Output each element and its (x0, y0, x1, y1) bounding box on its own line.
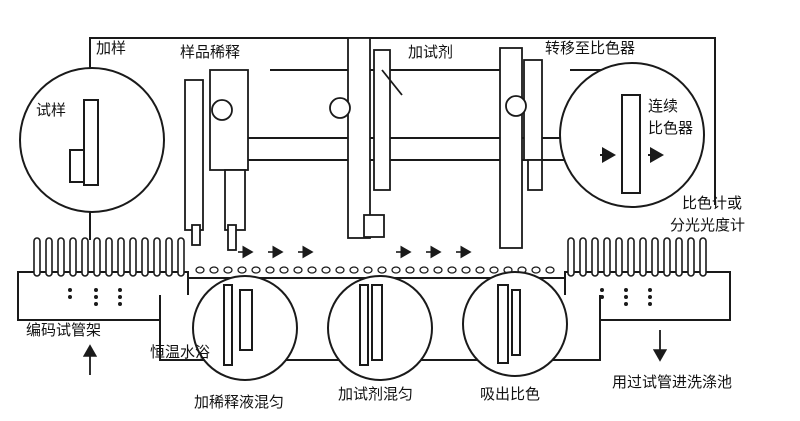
dilution-station (184, 69, 249, 251)
label-add-reagent-mix: 加试剂混匀 (338, 385, 414, 403)
label-used-tubes-to-wash: 用过试管进洗涤池 (612, 373, 733, 391)
magnifier-sample (19, 67, 165, 213)
label-aspirate-colorimetry: 吸出比色 (480, 385, 541, 403)
label-test-sample: 试样 (36, 101, 67, 119)
transfer-station (499, 47, 543, 249)
rack-codes-right (600, 288, 652, 306)
tube-row-right (567, 237, 707, 277)
label-continuous-line1: 连续 (648, 97, 679, 115)
label-add-reagent: 加试剂 (408, 43, 454, 61)
magnifier-colorimeter (559, 62, 705, 208)
label-coded-tube-rack: 编码试管架 (26, 321, 102, 339)
reagent-station (329, 37, 403, 239)
label-transfer-to-colorimeter: 转移至比色器 (545, 39, 636, 57)
magnifier-dilution-mix (192, 275, 298, 381)
magnifier-aspirate (462, 271, 568, 377)
label-add-diluent-mix: 加稀释液混匀 (194, 393, 285, 411)
rack-codes-left (68, 288, 122, 306)
tube-row-left (33, 237, 185, 277)
label-sample-dilution: 样品稀释 (180, 43, 241, 61)
label-thermostatic-bath: 恒温水浴 (150, 343, 211, 361)
label-photometer-line2: 分光光度计 (670, 216, 746, 234)
label-photometer-line1: 比色计或 (682, 194, 743, 212)
tube-tops-conveyor (195, 266, 555, 274)
label-continuous-line2: 比色器 (648, 119, 694, 137)
label-add-sample: 加样 (96, 39, 127, 57)
magnifier-reagent-mix (327, 275, 433, 381)
